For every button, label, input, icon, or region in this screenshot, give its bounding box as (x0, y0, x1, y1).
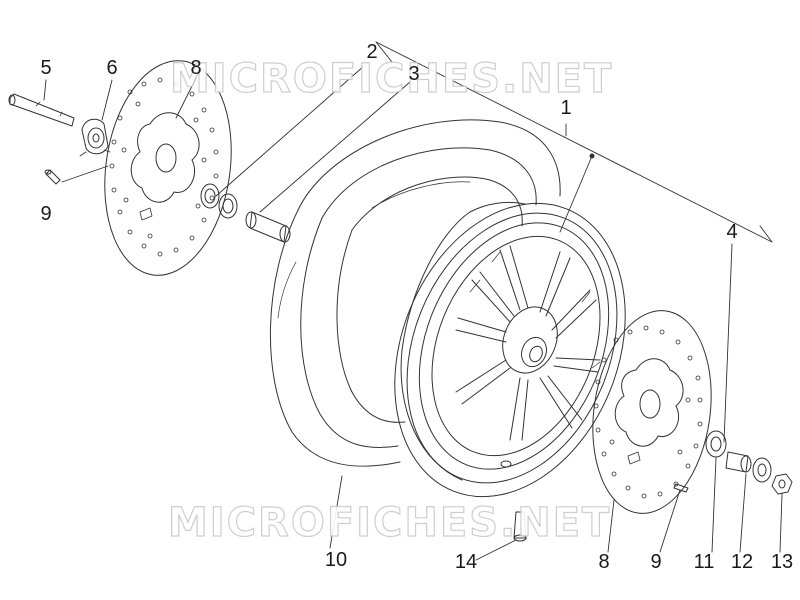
callout-8-top: 8 (190, 57, 202, 79)
brake-disc-left (104, 60, 232, 276)
callout-14: 14 (454, 551, 478, 573)
callout-11: 11 (693, 551, 715, 573)
callout-9-right: 9 (650, 551, 662, 573)
callout-5: 5 (40, 57, 52, 79)
callout-10: 10 (324, 549, 348, 571)
tire (270, 119, 561, 467)
callout-4: 4 (726, 221, 738, 243)
callout-1: 1 (560, 97, 572, 119)
disc-holes-right (593, 325, 703, 499)
callout-3: 3 (408, 63, 420, 85)
callout-12: 12 (730, 551, 754, 573)
brake-disc-right (592, 310, 712, 514)
disc-holes-left (109, 77, 219, 257)
leader-lines (43, 41, 783, 561)
watermark-bottom: MICROFICHES.NET (167, 499, 612, 546)
watermark-top: MICROFICHES.NET (169, 55, 614, 102)
rim (394, 201, 626, 498)
callout-9-left: 9 (40, 203, 52, 225)
axle-parts-left (8, 93, 291, 243)
callout-13: 13 (770, 551, 794, 573)
callout-6: 6 (106, 57, 118, 79)
callout-8-bottom: 8 (598, 551, 610, 573)
axle-parts-right (513, 430, 793, 542)
callout-2: 2 (366, 41, 378, 63)
